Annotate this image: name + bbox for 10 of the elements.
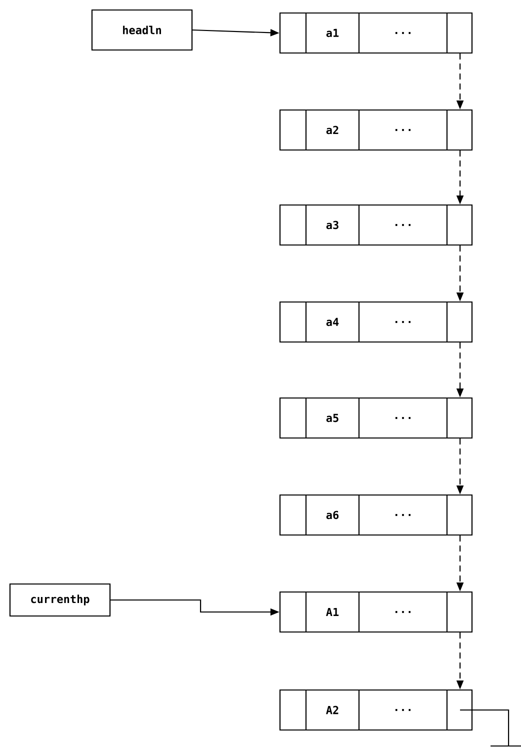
pointer-box: currenthp xyxy=(9,583,111,617)
record-box: A2 ... xyxy=(279,689,473,731)
record-box: a6 ... xyxy=(279,494,473,536)
pointer-box: headln xyxy=(91,9,193,51)
record-box: a4 ... xyxy=(279,301,473,343)
record-box: a3 ... xyxy=(279,204,473,246)
record-box: A1 ... xyxy=(279,591,473,633)
record-box: a2 ... xyxy=(279,109,473,151)
record-box: a5 ... xyxy=(279,397,473,439)
record-box: a1 ... xyxy=(279,12,473,54)
